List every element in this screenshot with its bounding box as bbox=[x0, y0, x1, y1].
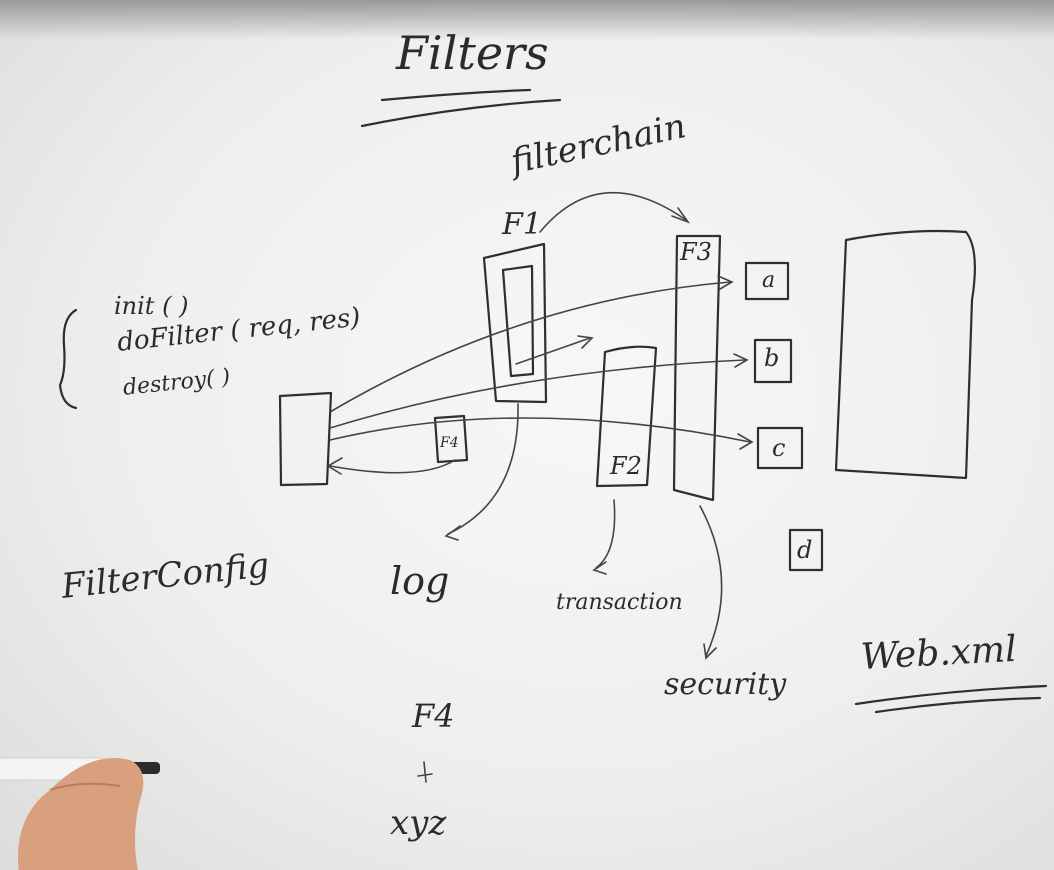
arrow-f1-to-f2 bbox=[515, 337, 591, 365]
f4-small-label: F4 bbox=[440, 435, 459, 451]
resource-c: c bbox=[772, 434, 786, 462]
role-security: security bbox=[664, 667, 787, 702]
resource-box-d bbox=[788, 528, 824, 572]
resource-box-a bbox=[744, 261, 790, 301]
web-xml-label: Web.xml bbox=[859, 628, 1018, 678]
method-init: init ( ) bbox=[114, 292, 189, 320]
resource-box-b bbox=[753, 338, 793, 384]
role-log: log bbox=[390, 559, 450, 603]
client-box bbox=[278, 391, 333, 487]
f3-label: F3 bbox=[680, 238, 712, 266]
resource-b: b bbox=[764, 344, 780, 372]
arrow-client-to-a bbox=[329, 281, 731, 413]
servlet-box bbox=[834, 229, 976, 480]
arrow-client-to-a-head bbox=[717, 275, 734, 290]
arrow-f4-to-client bbox=[329, 459, 456, 474]
resource-a: a bbox=[762, 268, 776, 293]
arrow-filterchain bbox=[539, 192, 687, 233]
arrow-f1-to-log bbox=[447, 403, 519, 535]
top-shadow bbox=[0, 0, 1054, 40]
arrow-f2-to-transaction bbox=[595, 499, 616, 569]
arrow-f3-to-security-head bbox=[703, 643, 717, 660]
resource-box-c bbox=[756, 426, 804, 470]
f1-label: F1 bbox=[502, 207, 542, 242]
webxml-underline bbox=[854, 684, 1048, 706]
arrow-client-to-c bbox=[329, 417, 751, 443]
role-transaction: transaction bbox=[556, 590, 683, 615]
role-xyz: xyz bbox=[390, 803, 447, 843]
arrow-f1-to-f2-head bbox=[577, 335, 594, 349]
f3-box bbox=[672, 234, 722, 502]
arrow-f2-to-transaction-head bbox=[592, 561, 607, 575]
arrow-f4-to-xyz-cross bbox=[417, 773, 433, 777]
arrow-f4-to-xyz bbox=[423, 761, 427, 783]
arrow-filterchain-head bbox=[671, 207, 691, 224]
arrow-f1-to-log-head bbox=[444, 525, 461, 541]
f4-small-box bbox=[433, 414, 469, 464]
title-underline-1 bbox=[380, 88, 532, 102]
diagram-title: Filters bbox=[396, 26, 549, 80]
f2-label: F2 bbox=[610, 452, 642, 480]
arrow-f4-to-client-head bbox=[326, 457, 343, 475]
webxml-underline-2 bbox=[874, 696, 1042, 714]
methods-bracket bbox=[58, 308, 78, 410]
arrow-client-to-b-head bbox=[733, 353, 749, 368]
f2-box bbox=[595, 345, 658, 488]
marker-in-hand-icon bbox=[0, 757, 160, 870]
resource-d: d bbox=[797, 536, 813, 564]
f1-inner-box bbox=[501, 264, 535, 378]
title-underline-2 bbox=[360, 98, 562, 128]
arrow-client-to-b bbox=[329, 359, 746, 429]
role-f4: F4 bbox=[412, 697, 455, 735]
f1-box bbox=[482, 242, 548, 404]
arrow-f3-to-security bbox=[699, 505, 723, 657]
arrow-client-to-c-head bbox=[737, 433, 754, 450]
